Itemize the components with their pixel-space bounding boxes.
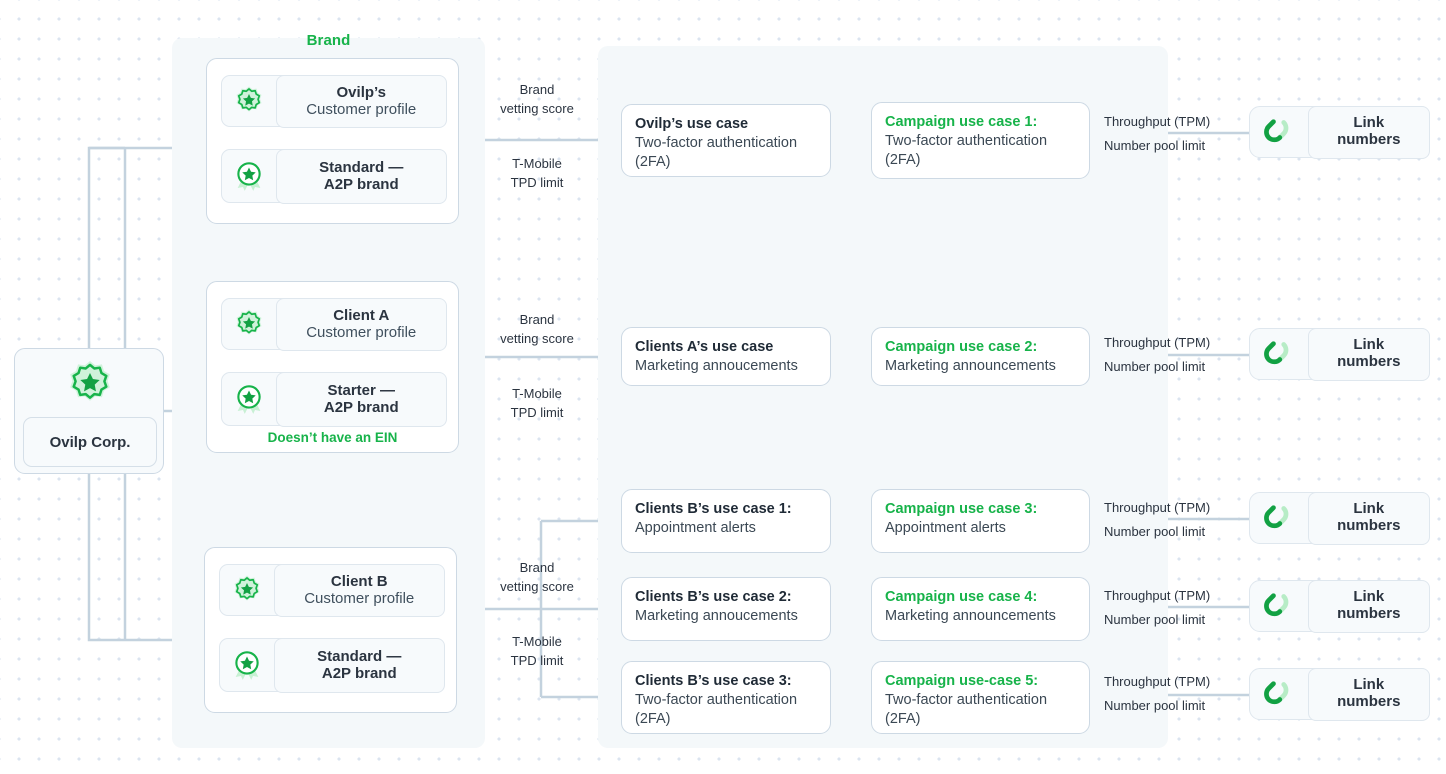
edge-label-tpd-limit-3: T-Mobile TPD limit bbox=[510, 634, 564, 668]
use-case-2-body: Marketing annoucements bbox=[635, 358, 798, 375]
use-case-box-2[interactable]: Clients A’s use case Marketing annouceme… bbox=[621, 327, 831, 386]
edge-label-tpd-limit-2: T-Mobile TPD limit bbox=[510, 386, 564, 420]
edge-label-number-pool-3: Number pool limit bbox=[1104, 524, 1206, 539]
use-case-3-body: Appointment alerts bbox=[635, 520, 756, 537]
brand-2-tier-line1: Starter — bbox=[327, 381, 396, 399]
brand-2-profile-title: Client A bbox=[333, 306, 390, 324]
edge-label-number-pool-2: Number pool limit bbox=[1104, 359, 1206, 374]
chain-link-icon bbox=[1250, 107, 1308, 157]
campaign-2-title: Campaign use case 2: bbox=[885, 339, 1038, 355]
brand-3-tier-line2: A2P brand bbox=[321, 665, 397, 682]
use-case-box-4[interactable]: Clients B’s use case 2: Marketing annouc… bbox=[621, 577, 831, 641]
chain-link-icon bbox=[1250, 581, 1308, 631]
brand-group-3[interactable]: Client B Customer profile Standard — A2P… bbox=[204, 547, 457, 713]
use-case-box-1[interactable]: Ovilp’s use case Two-factor authenticati… bbox=[621, 104, 831, 177]
use-case-5-title: Clients B’s use case 3: bbox=[635, 673, 792, 689]
link-numbers-box-1[interactable]: Link numbers bbox=[1249, 105, 1430, 159]
link-numbers-2-line1: Link bbox=[1353, 336, 1385, 354]
brand-2-tier-row[interactable]: Starter — A2P brand bbox=[221, 371, 447, 427]
link-numbers-box-3[interactable]: Link numbers bbox=[1249, 491, 1430, 545]
edge-label-throughput-4: Throughput (TPM) bbox=[1104, 588, 1211, 603]
use-case-4-body: Marketing annoucements bbox=[635, 608, 798, 625]
brand-2-profile-subtitle: Customer profile bbox=[306, 324, 417, 341]
link-numbers-box-4[interactable]: Link numbers bbox=[1249, 579, 1430, 633]
edge-label-number-pool-5: Number pool limit bbox=[1104, 698, 1206, 713]
link-numbers-box-5[interactable]: Link numbers bbox=[1249, 667, 1430, 721]
campaign-1-title: Campaign use case 1: bbox=[885, 114, 1038, 130]
campaign-1-body: Two-factor authentication (2FA) bbox=[885, 133, 1048, 169]
root-node-label: Ovilp Corp. bbox=[23, 417, 157, 467]
brand-1-tier-line1: Standard — bbox=[319, 158, 404, 176]
link-numbers-5-line1: Link bbox=[1353, 676, 1385, 694]
edge-label-number-pool-1: Number pool limit bbox=[1104, 138, 1206, 153]
rosette-star-icon bbox=[222, 299, 276, 349]
brand-2-tier-line2: A2P brand bbox=[323, 399, 399, 416]
campaign-3-body: Appointment alerts bbox=[885, 520, 1006, 537]
brand-1-tier-line2: A2P brand bbox=[323, 176, 399, 193]
use-case-5-body: Two-factor authentication (2FA) bbox=[635, 692, 798, 728]
chain-link-icon bbox=[1250, 669, 1308, 719]
use-case-2-title: Clients A’s use case bbox=[635, 339, 774, 355]
campaign-5-title: Campaign use-case 5: bbox=[885, 673, 1039, 689]
link-numbers-3-line1: Link bbox=[1353, 500, 1385, 518]
campaign-box-3[interactable]: Campaign use case 3: Appointment alerts bbox=[871, 489, 1090, 553]
campaign-3-title: Campaign use case 3: bbox=[885, 501, 1038, 517]
link-numbers-box-2[interactable]: Link numbers bbox=[1249, 327, 1430, 381]
rosette-star-icon bbox=[222, 76, 276, 126]
edge-label-number-pool-4: Number pool limit bbox=[1104, 612, 1206, 627]
edge-label-brand-vetting-2: Brand vetting score bbox=[500, 312, 574, 346]
brand-3-profile-row[interactable]: Client B Customer profile bbox=[219, 563, 445, 617]
wire-root-to-brand-1 bbox=[87, 146, 125, 348]
campaign-box-4[interactable]: Campaign use case 4: Marketing announcem… bbox=[871, 577, 1090, 641]
use-case-3-title: Clients B’s use case 1: bbox=[635, 501, 792, 517]
edge-label-throughput-3: Throughput (TPM) bbox=[1104, 500, 1211, 515]
link-numbers-4-line1: Link bbox=[1353, 588, 1385, 606]
campaign-5-body: Two-factor authentication (2FA) bbox=[885, 692, 1048, 728]
brand-1-profile-row[interactable]: Ovilp’s Customer profile bbox=[221, 74, 447, 128]
edge-label-throughput-5: Throughput (TPM) bbox=[1104, 674, 1211, 689]
link-numbers-3-line2: numbers bbox=[1337, 517, 1401, 534]
campaign-box-2[interactable]: Campaign use case 2: Marketing announcem… bbox=[871, 327, 1090, 386]
brand-3-tier-line1: Standard — bbox=[317, 647, 402, 665]
link-numbers-1-line1: Link bbox=[1353, 114, 1385, 132]
use-case-box-5[interactable]: Clients B’s use case 3: Two-factor authe… bbox=[621, 661, 831, 734]
brand-group-1[interactable]: Ovilp’s Customer profile Standard — A2P … bbox=[206, 58, 459, 224]
brand-3-profile-title: Client B bbox=[330, 572, 388, 590]
use-case-box-3[interactable]: Clients B’s use case 1: Appointment aler… bbox=[621, 489, 831, 553]
use-case-1-title: Ovilp’s use case bbox=[635, 116, 749, 132]
brand-group-2[interactable]: Client A Customer profile Starter — A2P … bbox=[206, 281, 459, 453]
brand-3-tier-row[interactable]: Standard — A2P brand bbox=[219, 637, 445, 693]
chain-link-icon bbox=[1250, 329, 1308, 379]
brand-1-profile-subtitle: Customer profile bbox=[306, 101, 417, 118]
root-node-ovilp-corp[interactable]: Ovilp Corp. bbox=[14, 348, 164, 474]
campaign-box-5[interactable]: Campaign use-case 5: Two-factor authenti… bbox=[871, 661, 1090, 734]
chain-link-icon bbox=[1250, 493, 1308, 543]
brand-1-tier-row[interactable]: Standard — A2P brand bbox=[221, 148, 447, 204]
link-numbers-2-line2: numbers bbox=[1337, 353, 1401, 370]
link-numbers-5-line2: numbers bbox=[1337, 693, 1401, 710]
edge-label-brand-vetting-3: Brand vetting score bbox=[500, 560, 574, 594]
link-numbers-1-line2: numbers bbox=[1337, 131, 1401, 148]
use-case-1-body: Two-factor authentication (2FA) bbox=[635, 135, 798, 171]
edge-label-throughput-1: Throughput (TPM) bbox=[1104, 114, 1211, 129]
edge-label-throughput-2: Throughput (TPM) bbox=[1104, 335, 1211, 350]
campaign-4-title: Campaign use case 4: bbox=[885, 589, 1038, 605]
use-case-4-title: Clients B’s use case 2: bbox=[635, 589, 792, 605]
brand-2-profile-row[interactable]: Client A Customer profile bbox=[221, 297, 447, 351]
medal-star-icon bbox=[222, 150, 276, 202]
campaign-box-1[interactable]: Campaign use case 1: Two-factor authenti… bbox=[871, 102, 1090, 179]
brand-panel-title: Brand bbox=[306, 32, 351, 49]
brand-1-profile-title: Ovilp’s bbox=[336, 83, 386, 101]
brand-3-profile-subtitle: Customer profile bbox=[304, 590, 415, 607]
medal-star-icon bbox=[220, 639, 274, 691]
brand-2-ein-note: Doesn’t have an EIN bbox=[267, 430, 398, 445]
rosette-star-icon bbox=[15, 349, 165, 419]
rosette-star-icon bbox=[220, 565, 274, 615]
edge-label-brand-vetting-1: Brand vetting score bbox=[500, 82, 574, 116]
link-numbers-4-line2: numbers bbox=[1337, 605, 1401, 622]
campaign-4-body: Marketing announcements bbox=[885, 608, 1056, 625]
medal-star-icon bbox=[222, 373, 276, 425]
campaign-2-body: Marketing announcements bbox=[885, 358, 1056, 375]
edge-label-tpd-limit-1: T-Mobile TPD limit bbox=[510, 156, 564, 190]
